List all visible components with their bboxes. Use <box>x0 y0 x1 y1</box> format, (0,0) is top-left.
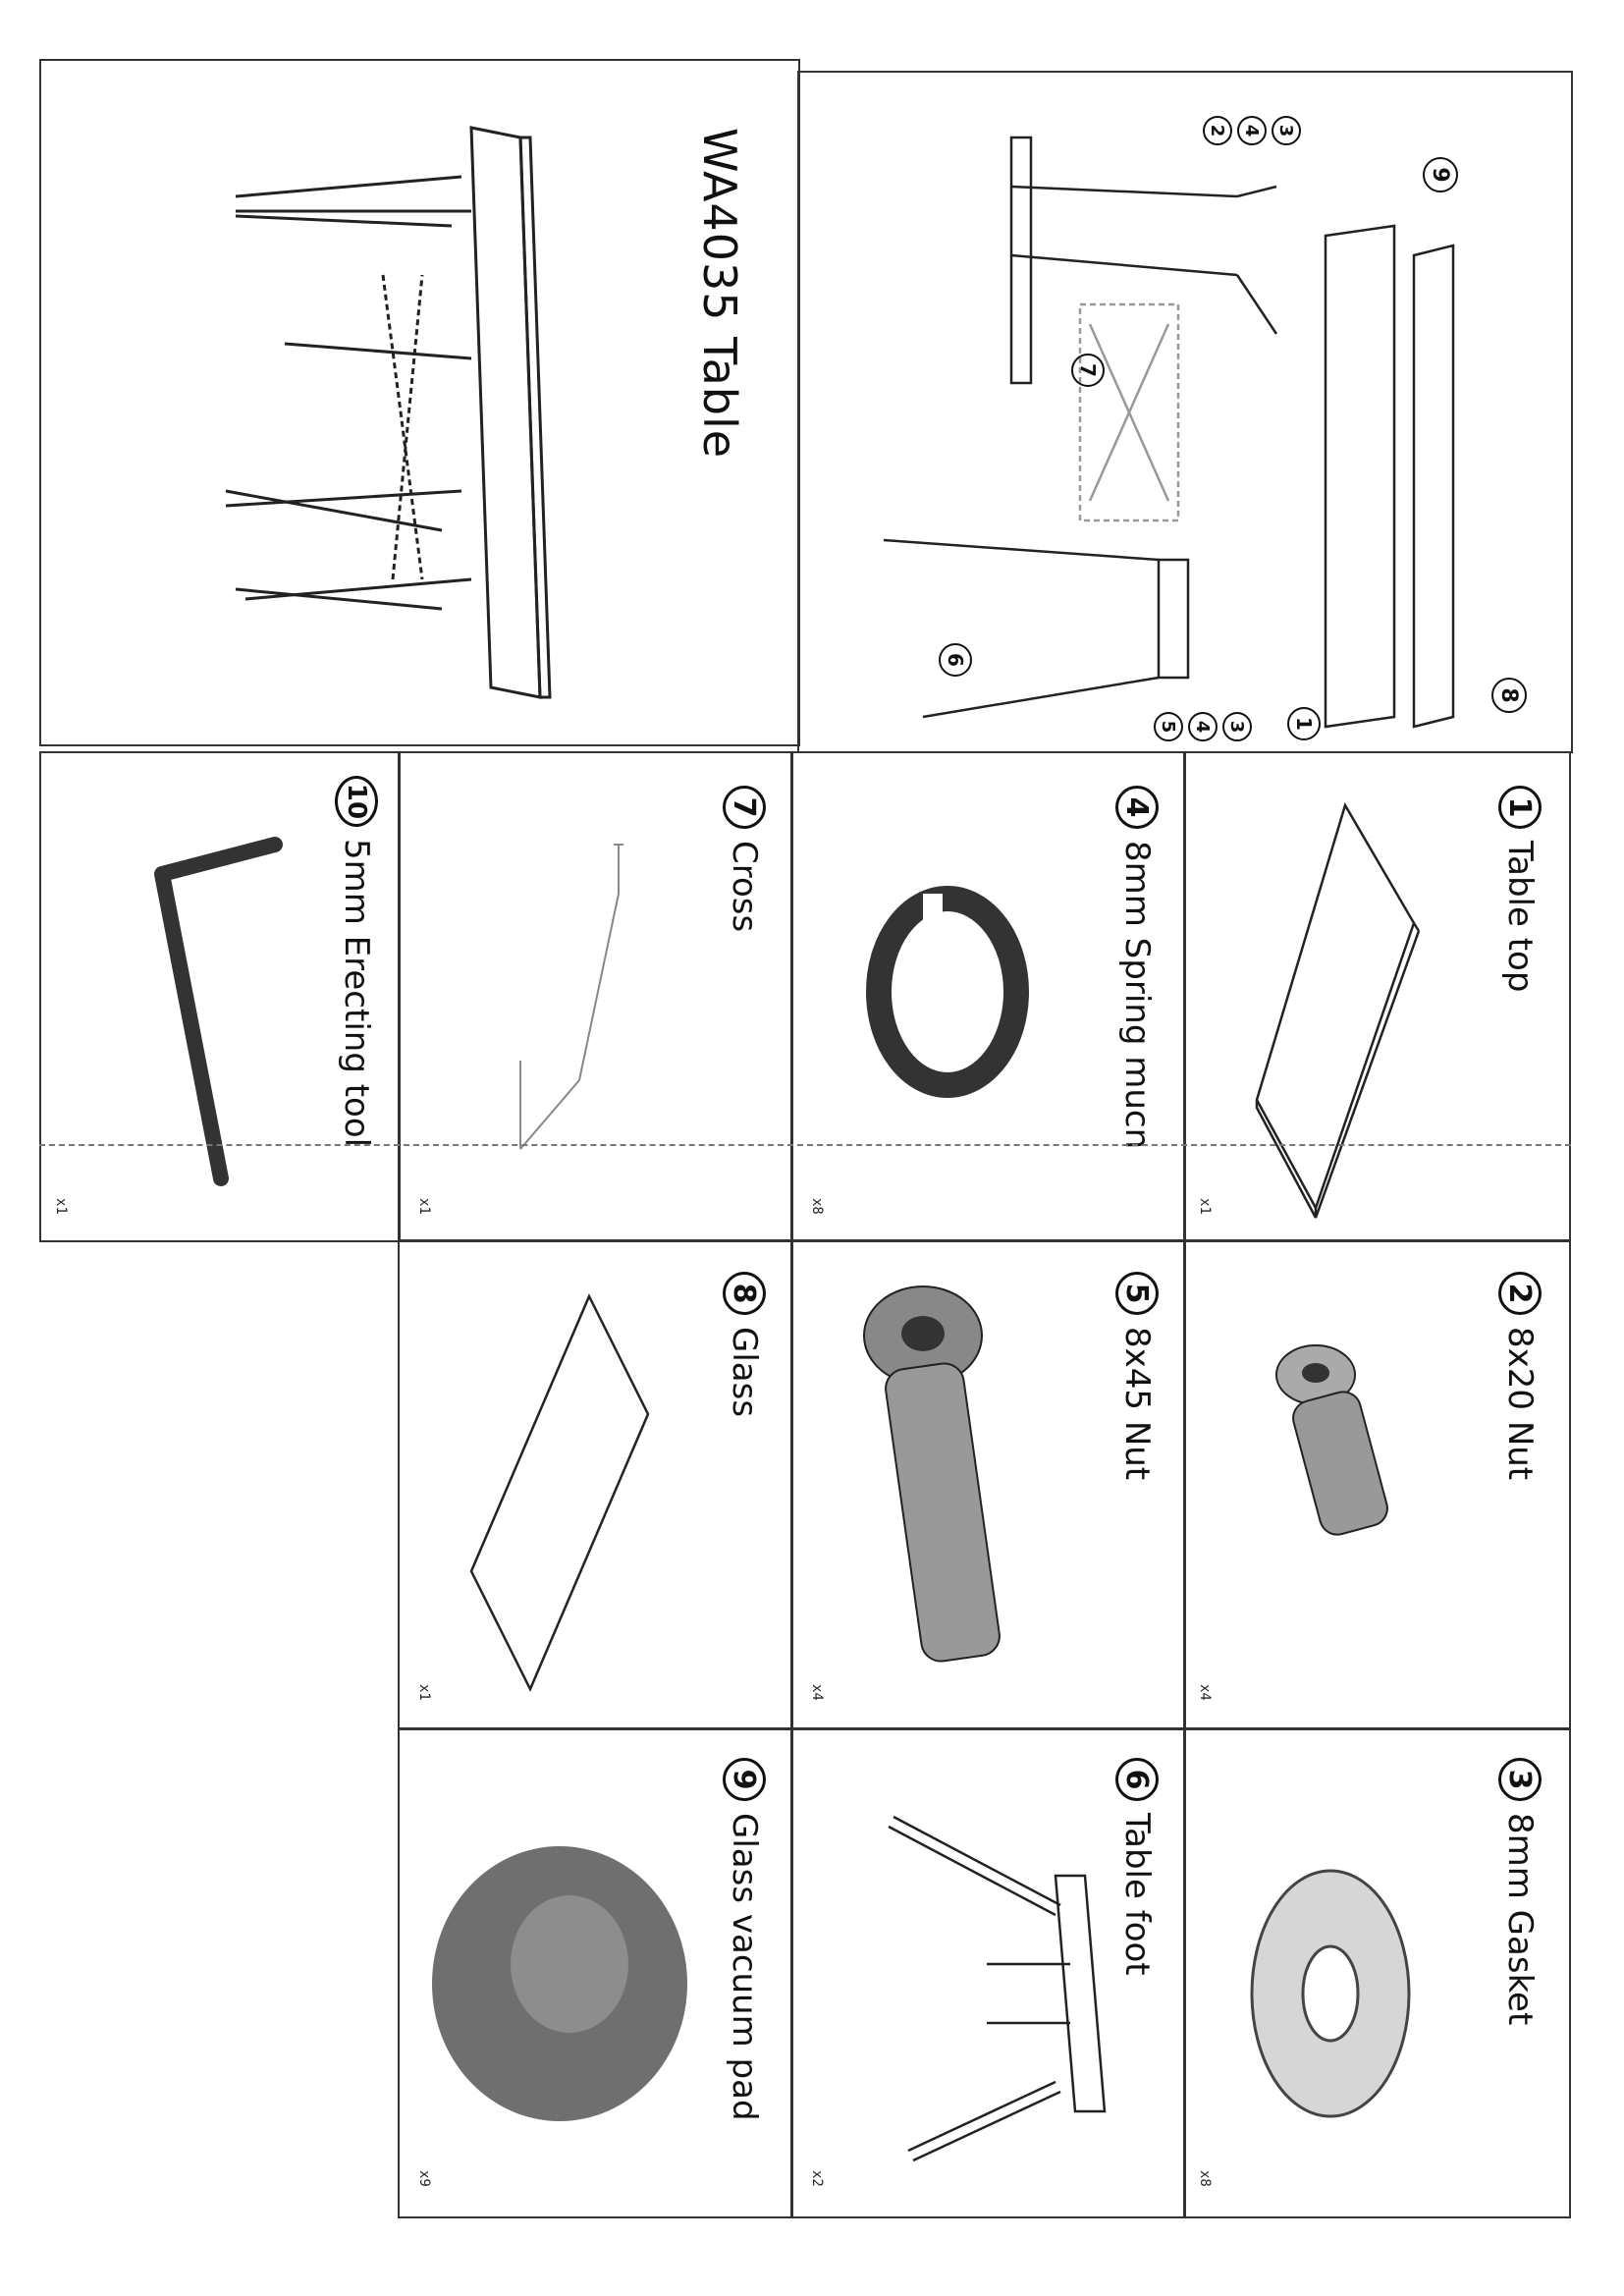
part-cell-10 <box>39 751 401 1242</box>
bolt-8x20-illustration <box>1275 1344 1388 1536</box>
part-label-10: 105mm Erecting tool <box>335 776 378 1208</box>
part-cell-8 <box>398 1239 793 1730</box>
title-panel <box>39 59 800 746</box>
qty-8: x1 <box>416 1684 432 1701</box>
hex-key-illustration <box>154 837 283 1186</box>
callout-7: 7 <box>1071 354 1105 399</box>
title-block: WA4035 Table <box>668 128 746 717</box>
qty-10: x1 <box>53 1198 69 1215</box>
washer-8mm-illustration <box>1250 1869 1411 2118</box>
qty-5: x4 <box>809 1684 825 1701</box>
part-label-7: 7Cross <box>723 786 766 1198</box>
vacuum-pad-illustration <box>432 1846 687 2121</box>
part-label-2: 28x20 Nut <box>1498 1272 1542 1684</box>
callout-4-top: 4 <box>1237 116 1267 157</box>
table-top-illustration <box>1255 801 1421 1219</box>
qty-7: x1 <box>416 1198 432 1215</box>
qty-1: x1 <box>1197 1198 1213 1215</box>
part-label-9: 9Glass vacuum pad <box>723 1758 766 2190</box>
callout-2: 2 <box>1203 116 1232 157</box>
cross-brace-illustration <box>519 844 623 1150</box>
part-label-3: 38mm Gasket <box>1498 1758 1542 2170</box>
glass-panel-illustration <box>469 1293 650 1692</box>
fold-line <box>39 1144 1571 1146</box>
callout-6: 6 <box>939 643 972 688</box>
callout-8: 8 <box>1491 678 1527 725</box>
bolt-8x45-illustration <box>863 1285 1001 1663</box>
qty-6: x2 <box>809 2170 825 2187</box>
spring-washer-illustration <box>866 886 1029 1098</box>
part-label-5: 58x45 Nut <box>1115 1272 1159 1684</box>
part-label-1: 1Table top <box>1498 786 1542 1198</box>
part-label-8: 8Glass <box>723 1272 766 1684</box>
product-title: WA4035 Table <box>693 128 746 460</box>
qty-3: x8 <box>1197 2170 1213 2187</box>
callout-5: 5 <box>1154 712 1183 753</box>
qty-2: x4 <box>1197 1684 1213 1701</box>
assembled-table-illustration <box>225 126 552 699</box>
qty-4: x8 <box>809 1198 825 1215</box>
callout-3-bottom: 3 <box>1222 712 1252 753</box>
callout-4-bottom: 4 <box>1188 712 1218 753</box>
table-foot-illustration <box>888 1815 1107 2162</box>
exploded-assembly-diagram <box>883 136 1455 729</box>
part-label-6: 6Table foot <box>1115 1758 1159 2170</box>
part-cell-9 <box>398 1727 793 2218</box>
callout-9: 9 <box>1423 157 1458 204</box>
part-label-4: 48mm Spring mucn <box>1115 786 1159 1218</box>
callout-1: 1 <box>1287 707 1321 752</box>
callout-3-top: 3 <box>1272 116 1301 157</box>
qty-9: x9 <box>416 2170 432 2187</box>
